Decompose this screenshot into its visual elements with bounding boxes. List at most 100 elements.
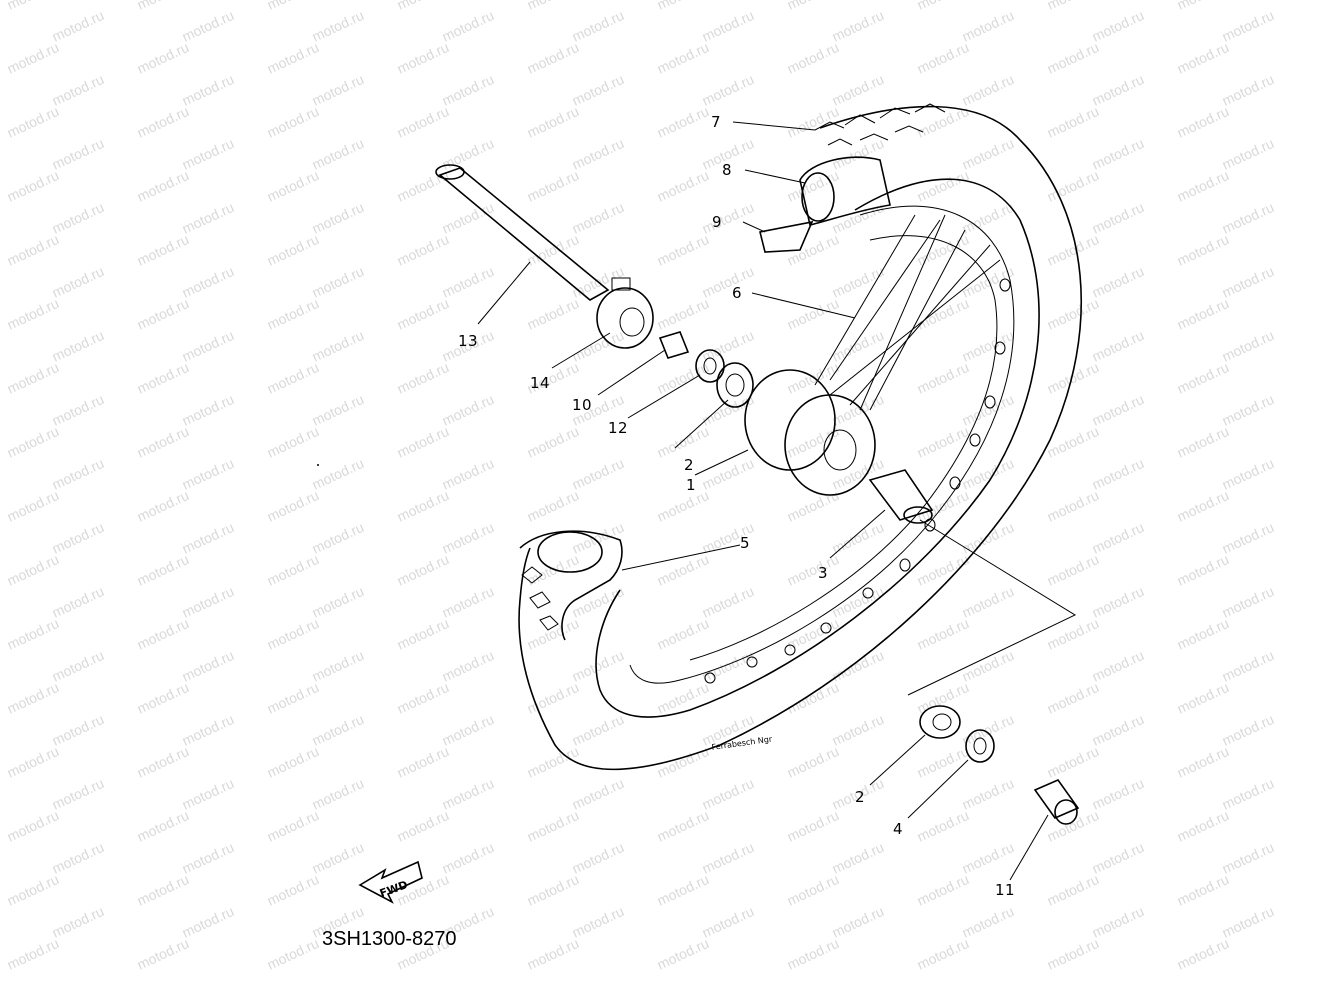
watermark-text: motod.ru	[1175, 743, 1232, 781]
watermark-text: motod.ru	[915, 423, 972, 461]
watermark-text: motod.ru	[655, 615, 712, 653]
watermark-text: motod.ru	[525, 0, 582, 13]
watermark-text: motod.ru	[700, 7, 757, 45]
watermark-text: motod.ru	[1175, 807, 1232, 845]
watermark-text: motod.ru	[265, 743, 322, 781]
watermark-text: motod.ru	[915, 935, 972, 973]
watermark-text: motod.ru	[655, 167, 712, 205]
watermark-text: motod.ru	[395, 103, 452, 141]
watermark-text: motod.ru	[395, 39, 452, 77]
watermark-text: motod.ru	[570, 71, 627, 109]
watermark-text: motod.ru	[265, 295, 322, 333]
watermark-text: motod.ru	[915, 103, 972, 141]
watermark-text: motod.ru	[525, 487, 582, 525]
watermark-text: motod.ru	[310, 263, 367, 301]
watermark-text: motod.ru	[310, 199, 367, 237]
watermark-text: motod.ru	[700, 391, 757, 429]
watermark-text: motod.ru	[830, 455, 887, 493]
watermark-text: motod.ru	[1220, 199, 1277, 237]
axle-head	[435, 164, 465, 180]
watermark-text: motod.ru	[525, 423, 582, 461]
watermark-text: motod.ru	[265, 231, 322, 269]
watermark-text: motod.ru	[265, 807, 322, 845]
watermark-text: motod.ru	[830, 711, 887, 749]
watermark-text: motod.ru	[1175, 103, 1232, 141]
watermark-text: motod.ru	[180, 327, 237, 365]
watermark-text: motod.ru	[570, 199, 627, 237]
watermark-text: motod.ru	[830, 135, 887, 173]
watermark-text: motod.ru	[180, 775, 237, 813]
watermark-text: motod.ru	[180, 583, 237, 621]
watermark-text: motod.ru	[700, 903, 757, 941]
watermark-text: motod.ru	[785, 551, 842, 589]
watermark-text: motod.ru	[395, 0, 452, 13]
watermark-text: motod.ru	[830, 903, 887, 941]
watermark-text: motod.ru	[50, 839, 107, 877]
watermark-text: motod.ru	[265, 679, 322, 717]
watermark-text: motod.ru	[700, 199, 757, 237]
watermark-text: motod.ru	[1090, 839, 1147, 877]
rim-inner	[689, 235, 998, 661]
watermark-text: motod.ru	[960, 455, 1017, 493]
watermark-text: motod.ru	[310, 135, 367, 173]
watermark-text: motod.ru	[1220, 7, 1277, 45]
watermark-text: motod.ru	[655, 551, 712, 589]
watermark-text: motod.ru	[135, 423, 192, 461]
watermark-text: motod.ru	[310, 391, 367, 429]
watermark-text: motod.ru	[135, 807, 192, 845]
callout-6: 6	[732, 284, 742, 302]
watermark-text: motod.ru	[180, 711, 237, 749]
watermark-text: motod.ru	[1220, 519, 1277, 557]
watermark-text: motod.ru	[50, 7, 107, 45]
watermark-text: motod.ru	[265, 487, 322, 525]
watermark-text: motod.ru	[525, 615, 582, 653]
watermark-text: motod.ru	[785, 807, 842, 845]
watermark-text: motod.ru	[570, 7, 627, 45]
watermark-text: motod.ru	[440, 135, 497, 173]
watermark-text: motod.ru	[395, 551, 452, 589]
watermark-text: motod.ru	[655, 679, 712, 717]
watermark-text: motod.ru	[135, 103, 192, 141]
watermark-text: motod.ru	[265, 167, 322, 205]
watermark-text: motod.ru	[440, 775, 497, 813]
tire-outline	[518, 105, 1083, 771]
tire-inner-edge	[595, 178, 1040, 718]
watermark-text: motod.ru	[1220, 583, 1277, 621]
watermark-text: motod.ru	[310, 839, 367, 877]
watermark-text: motod.ru	[1090, 775, 1147, 813]
watermark-text: motod.ru	[180, 71, 237, 109]
part-code: 3SH1300-8270	[322, 928, 457, 950]
watermark-text: motod.ru	[960, 135, 1017, 173]
watermark-text: motod.ru	[1045, 0, 1102, 13]
watermark-text: motod.ru	[1175, 167, 1232, 205]
spacer-end	[903, 506, 933, 524]
watermark-text: motod.ru	[915, 359, 972, 397]
watermark-text: motod.ru	[1220, 327, 1277, 365]
watermark-text: motod.ru	[1220, 71, 1277, 109]
watermark-text: motod.ru	[180, 263, 237, 301]
watermark-text: motod.ru	[180, 391, 237, 429]
watermark-text: motod.ru	[915, 679, 972, 717]
watermark-text: motod.ru	[525, 935, 582, 973]
watermark-text: motod.ru	[785, 423, 842, 461]
watermark-text: motod.ru	[310, 711, 367, 749]
watermark-text: motod.ru	[1220, 839, 1277, 877]
watermark-text: motod.ru	[915, 807, 972, 845]
watermark-text: motod.ru	[830, 647, 887, 685]
watermark-text: motod.ru	[1220, 903, 1277, 941]
watermark-text: motod.ru	[135, 231, 192, 269]
watermark-text: motod.ru	[785, 871, 842, 909]
watermark-text: motod.ru	[700, 583, 757, 621]
watermark-text: motod.ru	[525, 743, 582, 781]
watermark-text: motod.ru	[310, 71, 367, 109]
watermark-text: motod.ru	[440, 711, 497, 749]
watermark-text: motod.ru	[960, 71, 1017, 109]
watermark-text: motod.ru	[310, 775, 367, 813]
watermark-text: motod.ru	[440, 199, 497, 237]
watermark-text: motod.ru	[265, 39, 322, 77]
watermark-text: motod.ru	[785, 295, 842, 333]
watermark-text: motod.ru	[180, 199, 237, 237]
watermark-text: motod.ru	[395, 487, 452, 525]
